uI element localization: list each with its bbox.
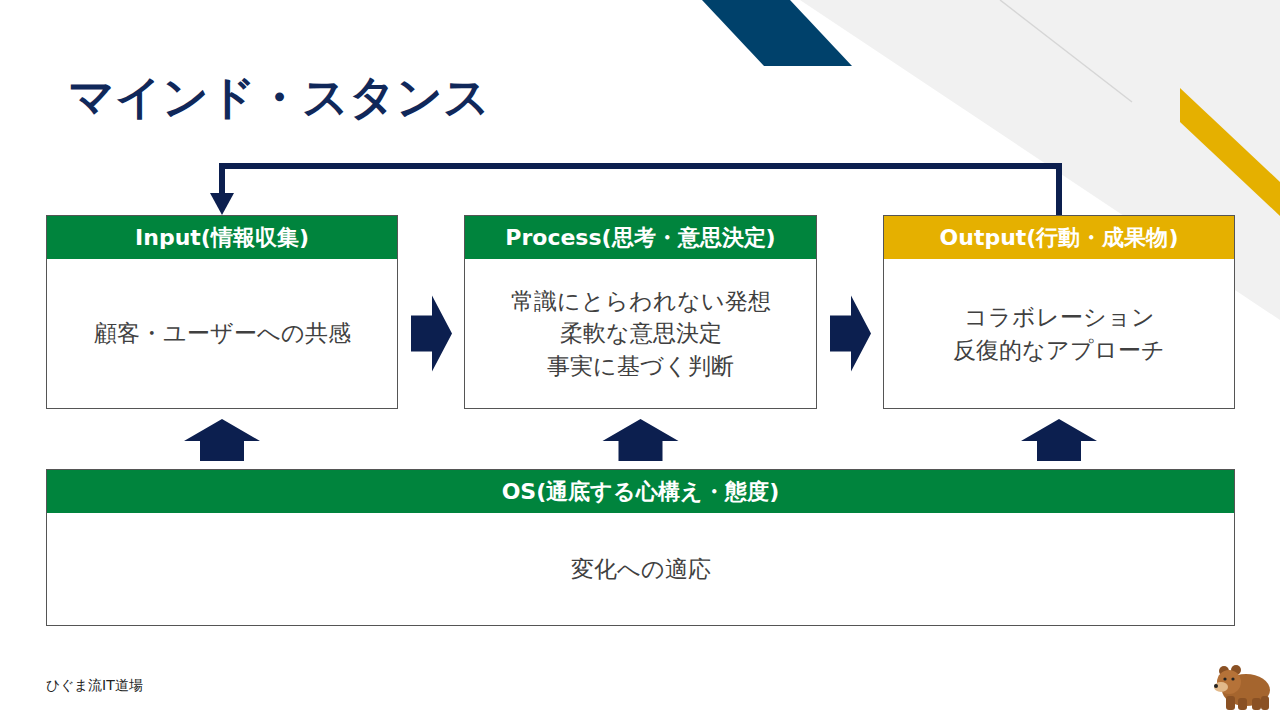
box-body: 変化への適応 [47,513,1234,625]
bear-snout [1214,682,1228,692]
box-header: Process(思考・意思決定) [465,216,816,259]
box-header: Input(情報収集) [47,216,397,259]
header-text: Process(思考・意思決定) [505,223,775,253]
yellow-band [1180,88,1280,216]
feedback-arrow [210,166,1059,215]
slide-title: マインド・スタンス [68,72,490,123]
block-arrow-shape [1021,419,1097,461]
bear-leg [1226,696,1235,710]
body-text: 常識にとらわれない発想 柔軟な意思決定 事実に基づく判断 [503,285,779,382]
arrow-head [210,193,234,215]
header-text: OS(通底する心構え・態度) [502,477,780,507]
box-body: 常識にとらわれない発想 柔軟な意思決定 事実に基づく判断 [465,259,816,408]
navy-band [702,0,852,66]
box-body: コラボレーション 反復的なアプローチ [884,259,1234,408]
block-arrow [830,296,871,372]
bear-icon [1212,658,1272,712]
bear-leg [1261,696,1269,710]
box-body: 顧客・ユーザーへの共感 [47,259,397,408]
body-text: 変化への適応 [571,553,711,585]
feedback-line [222,166,1059,215]
block-arrow-shape [184,419,260,461]
bear-nose [1214,684,1218,688]
box-header: OS(通底する心構え・態度) [47,470,1234,513]
block-arrow-shape [603,419,679,461]
process-box: Process(思考・意思決定) 常識にとらわれない発想 柔軟な意思決定 事実に基… [464,215,817,409]
block-arrow [411,296,452,372]
block-arrow [1021,419,1097,461]
footer-label: ひぐま流IT道場 [46,677,143,695]
header-text: Output(行動・成果物) [940,223,1179,253]
os-band: OS(通底する心構え・態度) 変化への適応 [46,469,1235,626]
block-arrow-shape [830,296,871,372]
output-box: Output(行動・成果物) コラボレーション 反復的なアプローチ [883,215,1235,409]
body-text: 顧客・ユーザーへの共感 [94,317,351,349]
block-arrow [603,419,679,461]
bear-eye [1223,677,1226,680]
bear-eye [1231,677,1234,680]
header-text: Input(情報収集) [135,223,309,253]
block-arrow [184,419,260,461]
bear-leg [1252,698,1261,710]
body-text: コラボレーション 反復的なアプローチ [921,301,1197,365]
thin-line [1000,0,1132,102]
bear-leg [1238,698,1247,710]
input-box: Input(情報収集) 顧客・ユーザーへの共感 [46,215,398,409]
box-header: Output(行動・成果物) [884,216,1234,259]
block-arrow-shape [411,296,452,372]
